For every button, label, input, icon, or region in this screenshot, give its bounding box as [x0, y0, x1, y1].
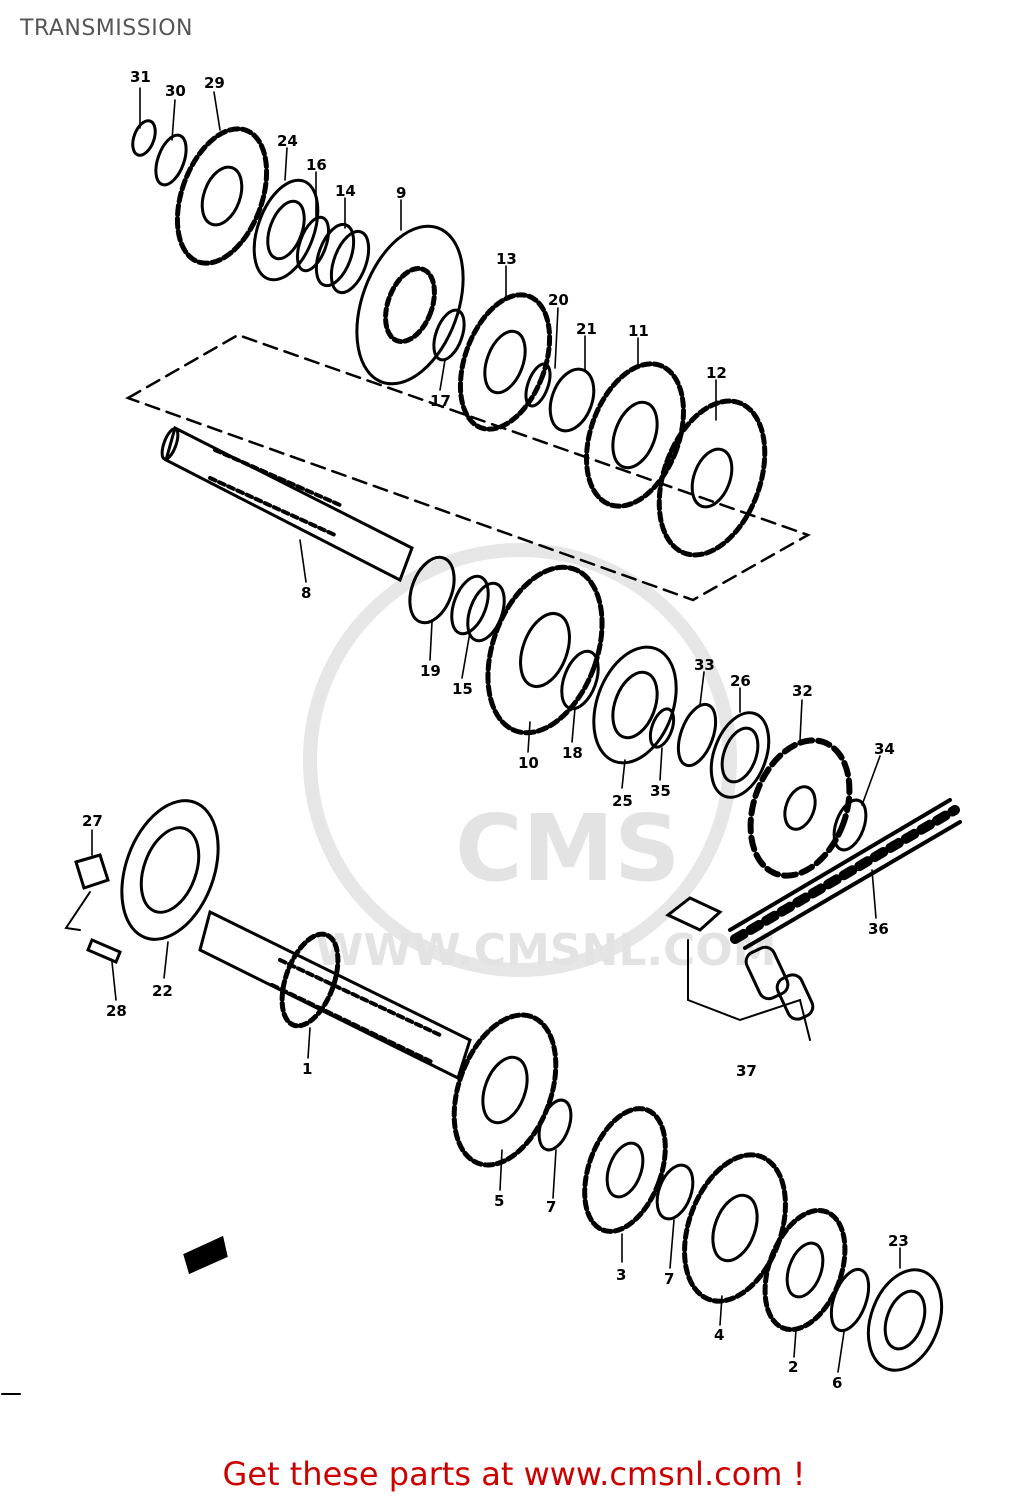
- lock-plate-leader: [64, 891, 91, 931]
- callout-31: 31: [130, 68, 151, 86]
- part-6-washer: [829, 1267, 871, 1333]
- footer-link[interactable]: Get these parts at www.cmsnl.com !: [222, 1455, 806, 1493]
- callout-35: 35: [650, 782, 671, 800]
- part-27-lock-plate: [74, 853, 110, 890]
- part-7-circlip-upper: [537, 1098, 573, 1152]
- callout-33: 33: [694, 656, 715, 674]
- part-35-oring: [648, 707, 676, 749]
- callout-34: 34: [874, 740, 895, 758]
- leader-lines: [91, 87, 901, 1373]
- callout-9: 9: [396, 184, 406, 202]
- callout-22: 22: [152, 982, 173, 1000]
- part-2-gear: [762, 1207, 848, 1333]
- callout-14: 14: [335, 182, 356, 200]
- part-31-circlip: [131, 119, 157, 157]
- callout-18: 18: [562, 744, 583, 762]
- part-20-circlip: [524, 362, 552, 408]
- part-22-bearing: [120, 799, 220, 941]
- callout-16: 16: [306, 156, 327, 174]
- callout-27: 27: [82, 812, 103, 830]
- part-36-drive-chain: [728, 798, 962, 950]
- callout-28: 28: [106, 1002, 127, 1020]
- callout-21: 21: [576, 320, 597, 338]
- callout-labels: 31 30 29 24 16 14 9 13 20 21 11 12 17 8 …: [82, 68, 909, 1392]
- part-33-spacer: [676, 702, 718, 768]
- part-17-washer: [432, 308, 466, 362]
- callout-2: 2: [788, 1358, 798, 1376]
- assembly-outline-box: [125, 333, 812, 602]
- part-37-chain-joint: [665, 896, 815, 1041]
- callout-8: 8: [301, 584, 311, 602]
- callout-37: 37: [736, 1062, 757, 1080]
- part-8-main-shaft: [160, 425, 414, 583]
- watermark: CMS WWW.CMSNL.COM: [303, 543, 777, 977]
- callout-23: 23: [888, 1232, 909, 1250]
- part-29-gear: [174, 126, 270, 266]
- callout-11: 11: [628, 322, 649, 340]
- callout-1: 1: [302, 1060, 312, 1078]
- part-23-bearing: [866, 1268, 944, 1372]
- part-28-bolt: [86, 938, 122, 964]
- callout-19: 19: [420, 662, 441, 680]
- callout-10: 10: [518, 754, 539, 772]
- part-11-gear: [584, 361, 686, 509]
- callout-25: 25: [612, 792, 633, 810]
- watermark-brand: CMS: [455, 795, 680, 902]
- part-32-sprocket: [747, 737, 853, 879]
- callout-13: 13: [496, 250, 517, 268]
- part-26-oil-seal: [709, 711, 771, 799]
- part-5-gear: [451, 1012, 559, 1168]
- callout-26: 26: [730, 672, 751, 690]
- part-9-gear: [355, 224, 465, 386]
- callout-3: 3: [616, 1266, 626, 1284]
- callout-7-lower: 7: [664, 1270, 674, 1288]
- part-13-gear: [457, 292, 553, 432]
- part-14-bushing: [314, 222, 371, 295]
- callout-30: 30: [165, 82, 186, 100]
- callout-12: 12: [706, 364, 727, 382]
- part-21-washer: [548, 367, 596, 433]
- watermark-url: WWW.CMSNL.COM: [315, 925, 777, 976]
- callout-4: 4: [714, 1326, 724, 1344]
- part-34-washer: [832, 798, 868, 852]
- exploded-parts-diagram: CMS WWW.CMSNL.COM: [1, 68, 962, 1395]
- part-19-circlip: [408, 555, 456, 625]
- marker-glyph: [183, 1235, 228, 1275]
- part-10-gear: [485, 564, 605, 736]
- part-18-washer: [560, 649, 600, 711]
- callout-15: 15: [452, 680, 473, 698]
- callout-17: 17: [430, 392, 451, 410]
- callout-32: 32: [792, 682, 813, 700]
- callout-29: 29: [204, 74, 225, 92]
- part-3-gear: [582, 1106, 668, 1234]
- callout-36: 36: [868, 920, 889, 938]
- part-25-bearing: [592, 645, 678, 765]
- callout-20: 20: [548, 291, 569, 309]
- part-16-washer: [295, 215, 331, 273]
- diagram-title: TRANSMISSION: [20, 16, 193, 41]
- callout-7-upper: 7: [546, 1198, 556, 1216]
- callout-6: 6: [832, 1374, 842, 1392]
- part-12-gear: [656, 398, 768, 558]
- callout-24: 24: [277, 132, 298, 150]
- part-30-washer: [154, 133, 188, 187]
- part-7-circlip-lower: [655, 1163, 695, 1221]
- callout-5: 5: [494, 1192, 504, 1210]
